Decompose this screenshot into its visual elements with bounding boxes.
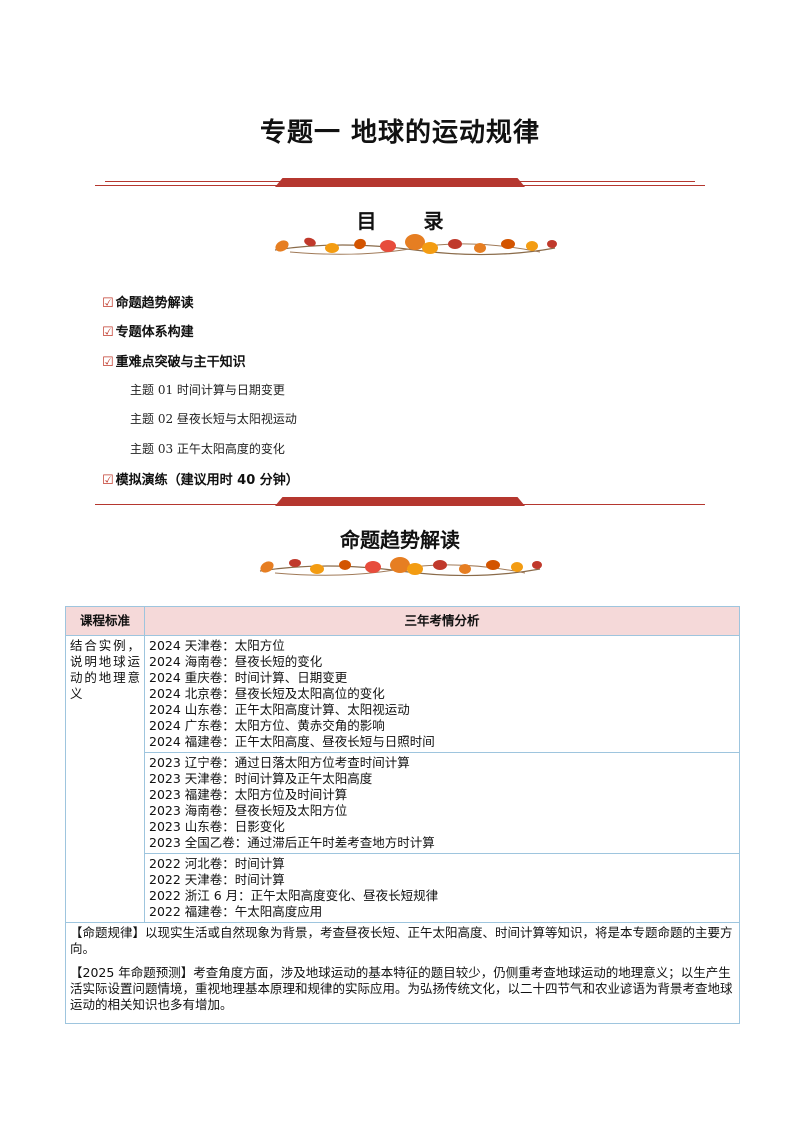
exam-analysis-table: 课程标准 三年考情分析 结合实例，说明地球运动的地理意义 2024 天津卷：太阳… xyxy=(65,606,740,1024)
group-2022: 2022 河北卷：时间计算 2022 天津卷：时间计算 2022 浙江 6 月：… xyxy=(144,853,740,923)
table-row: 结合实例，说明地球运动的地理意义 2024 天津卷：太阳方位 2024 海南卷：… xyxy=(65,635,740,923)
list-item: 2024 山东卷：正午太阳高度计算、太阳视运动 xyxy=(149,702,410,717)
header-standard: 课程标准 xyxy=(65,606,145,636)
list-item: 2023 山东卷：日影变化 xyxy=(149,819,285,834)
list-item: 2023 福建卷：太阳方位及时间计算 xyxy=(149,787,348,802)
list-item: 2022 河北卷：时间计算 xyxy=(149,856,285,871)
toc-subitem-02[interactable]: 主题 02 昼夜长短与太阳视运动 xyxy=(130,412,297,426)
list-item: 2023 天津卷：时间计算及正午太阳高度 xyxy=(149,771,373,786)
leaf-garland-icon xyxy=(274,234,557,256)
toc-subitem-03[interactable]: 主题 03 正午太阳高度的变化 xyxy=(130,442,285,456)
group-2023: 2023 辽宁卷：通过日落太阳方位考查时间计算 2023 天津卷：时间计算及正午… xyxy=(144,752,740,854)
toc-divider xyxy=(95,497,705,511)
checkbox-icon: ☑ xyxy=(102,325,114,340)
list-item: 2022 浙江 6 月：正午太阳高度变化、昼夜长短规律 xyxy=(149,888,439,903)
list-item: 2024 广东卷：太阳方位、黄赤交角的影响 xyxy=(149,718,385,733)
list-item: 2023 辽宁卷：通过日落太阳方位考查时间计算 xyxy=(149,755,410,770)
pattern-note: 【命题规律】以现实生活或自然现象为背景，考查昼夜长短、正午太阳高度、时间计算等知… xyxy=(70,925,733,956)
list-item: 2024 海南卷：昼夜长短的变化 xyxy=(149,654,323,669)
toc-item-trend[interactable]: ☑命题趋势解读 xyxy=(102,296,194,311)
header-analysis: 三年考情分析 xyxy=(144,606,740,636)
prediction-note: 【2025 年命题预测】考查角度方面，涉及地球运动的基本特征的题目较少，仍侧重考… xyxy=(70,965,733,1012)
list-item: 2024 重庆卷：时间计算、日期变更 xyxy=(149,670,348,685)
page-title: 专题一 地球的运动规律 xyxy=(259,118,541,148)
group-2024: 2024 天津卷：太阳方位 2024 海南卷：昼夜长短的变化 2024 重庆卷：… xyxy=(144,635,740,753)
title-divider xyxy=(95,178,705,192)
list-item: 2022 福建卷：午太阳高度应用 xyxy=(149,904,323,919)
section-heading: 命题趋势解读 xyxy=(340,528,460,552)
list-item: 2024 北京卷：昼夜长短及太阳高位的变化 xyxy=(149,686,385,701)
toc-heading: 目 录 xyxy=(356,209,444,233)
list-item: 2024 福建卷：正午太阳高度、昼夜长短与日照时间 xyxy=(149,734,435,749)
list-item: 2022 天津卷：时间计算 xyxy=(149,872,285,887)
list-item: 2023 全国乙卷：通过滞后正午时差考查地方时计算 xyxy=(149,835,435,850)
table-row: 【命题规律】以现实生活或自然现象为背景，考查昼夜长短、正午太阳高度、时间计算等知… xyxy=(65,922,740,1024)
leaf-garland-icon xyxy=(259,557,542,577)
toc-item-practice[interactable]: ☑模拟演练（建议用时 40 分钟） xyxy=(102,473,299,488)
list-item: 2023 海南卷：昼夜长短及太阳方位 xyxy=(149,803,348,818)
list-item: 2024 天津卷：太阳方位 xyxy=(149,638,285,653)
curriculum-standard: 结合实例，说明地球运动的地理意义 xyxy=(65,635,145,923)
checkbox-icon: ☑ xyxy=(102,355,114,370)
toc-item-key-points[interactable]: ☑重难点突破与主干知识 xyxy=(102,355,246,370)
table-row: 2023 辽宁卷：通过日落太阳方位考查时间计算 2023 天津卷：时间计算及正午… xyxy=(66,752,740,854)
toc-item-system[interactable]: ☑专题体系构建 xyxy=(102,325,194,340)
table-row: 2022 河北卷：时间计算 2022 天津卷：时间计算 2022 浙江 6 月：… xyxy=(66,853,740,923)
checkbox-icon: ☑ xyxy=(102,473,114,488)
toc-subitem-01[interactable]: 主题 01 时间计算与日期变更 xyxy=(130,383,285,397)
checkbox-icon: ☑ xyxy=(102,296,114,311)
table-header-row: 课程标准 三年考情分析 xyxy=(65,606,740,636)
notes-cell: 【命题规律】以现实生活或自然现象为背景，考查昼夜长短、正午太阳高度、时间计算等知… xyxy=(65,922,740,1024)
